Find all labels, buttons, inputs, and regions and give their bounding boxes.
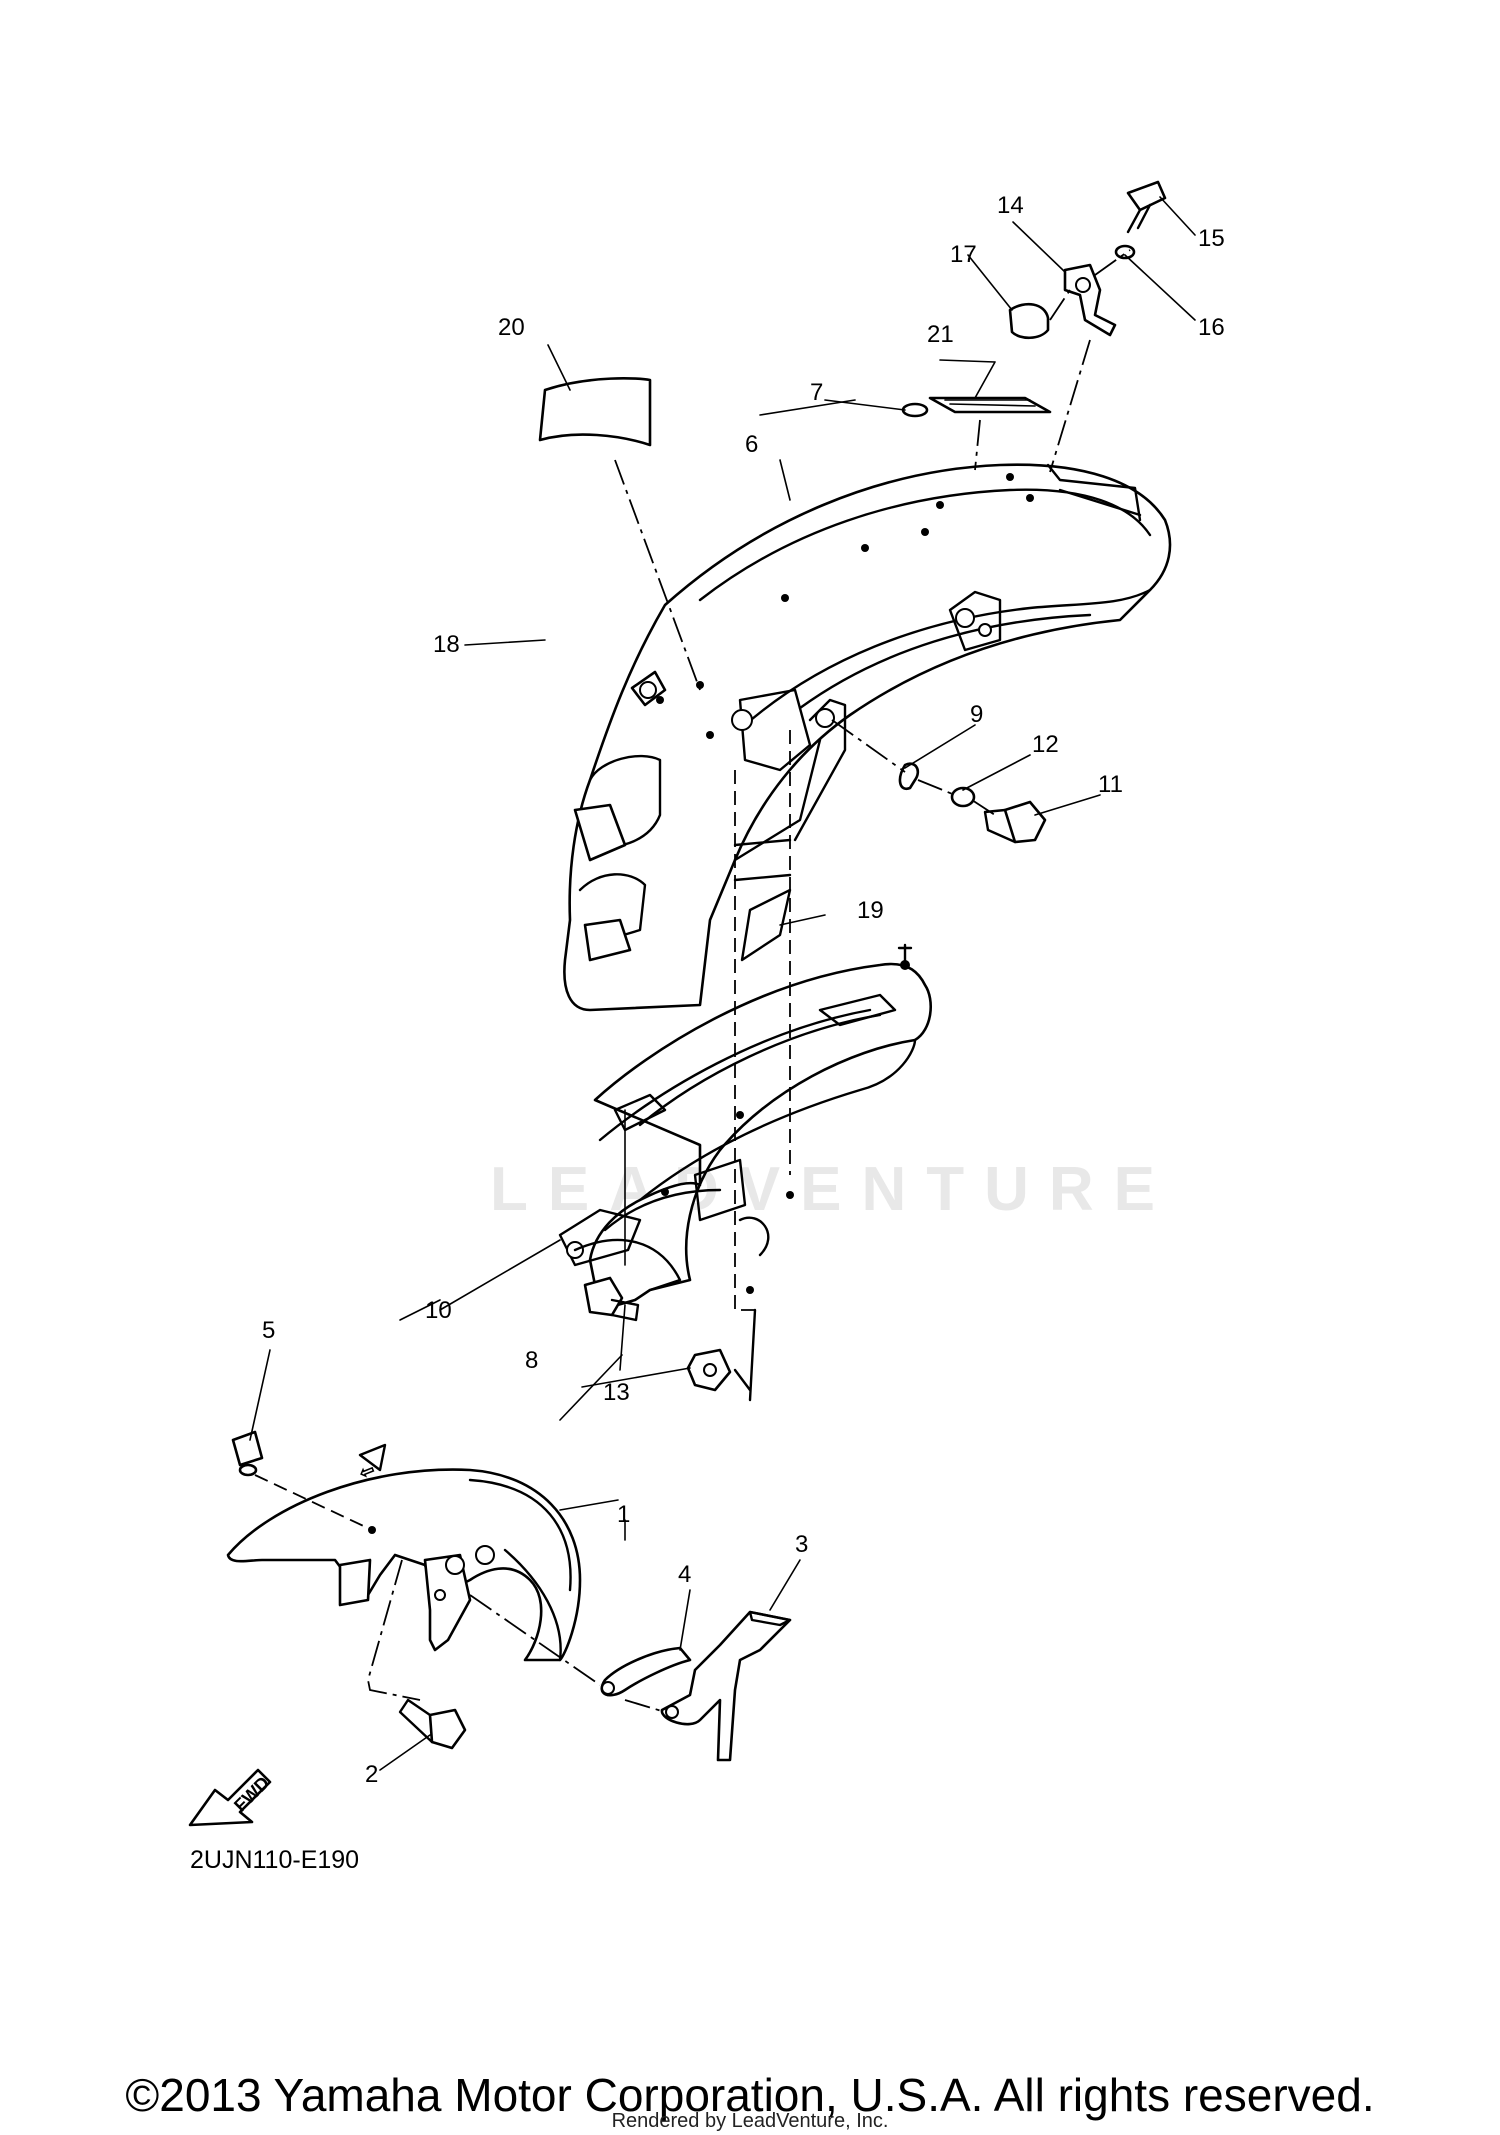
callout-3: 3 bbox=[795, 1531, 808, 1558]
washer-7 bbox=[901, 402, 929, 418]
callout-21: 21 bbox=[927, 321, 954, 348]
fwd-arrow-icon: FWD bbox=[188, 1768, 273, 1827]
callout-17: 17 bbox=[950, 241, 977, 268]
bolt-2 bbox=[428, 1708, 467, 1750]
callout-labels: 1 2 3 4 5 6 7 8 9 10 11 12 13 14 15 16 1… bbox=[262, 192, 1225, 1788]
bolt-11 bbox=[1003, 800, 1047, 844]
bracket-3 bbox=[660, 1610, 792, 1762]
rear-fender bbox=[563, 463, 1172, 1012]
callout-6: 6 bbox=[745, 431, 758, 458]
washer-16 bbox=[1114, 244, 1136, 260]
diagram-code: 2UJN110-E190 bbox=[190, 1846, 359, 1874]
callout-13: 13 bbox=[603, 1379, 630, 1406]
callout-12: 12 bbox=[1032, 731, 1059, 758]
rendered-by-notice: Rendered by LeadVenture, Inc. bbox=[611, 2110, 889, 2132]
callout-15: 15 bbox=[1198, 225, 1225, 252]
decal-20 bbox=[538, 377, 652, 447]
bolt-8 bbox=[583, 1276, 624, 1317]
callout-9: 9 bbox=[970, 701, 983, 728]
svg-text:⇦: ⇦ bbox=[355, 1459, 377, 1484]
copyright-notice: ©2013 Yamaha Motor Corporation, U.S.A. A… bbox=[125, 2069, 1375, 2121]
cap-17 bbox=[1008, 302, 1050, 340]
callout-8: 8 bbox=[525, 1347, 538, 1374]
clip-5 bbox=[231, 1430, 264, 1467]
callout-16: 16 bbox=[1198, 314, 1225, 341]
watermark-text: LEADVENTURE bbox=[490, 1155, 1175, 1224]
callout-14: 14 bbox=[997, 192, 1024, 219]
callout-1: 1 bbox=[617, 1501, 630, 1528]
callout-5: 5 bbox=[262, 1317, 275, 1344]
washer-12 bbox=[950, 786, 976, 808]
callout-20: 20 bbox=[498, 314, 525, 341]
callout-11: 11 bbox=[1098, 771, 1123, 798]
inner-fender bbox=[558, 943, 932, 1312]
callout-4: 4 bbox=[678, 1561, 691, 1588]
bracket-14 bbox=[1063, 263, 1117, 337]
clip-9 bbox=[898, 762, 920, 791]
callout-2: 2 bbox=[365, 1761, 378, 1788]
front-fender: ⇦ bbox=[226, 1443, 582, 1662]
callout-7: 7 bbox=[810, 379, 823, 406]
callout-10: 10 bbox=[425, 1297, 452, 1324]
callout-18: 18 bbox=[433, 631, 460, 658]
screw-15 bbox=[1126, 180, 1167, 212]
callout-19: 19 bbox=[857, 897, 884, 924]
